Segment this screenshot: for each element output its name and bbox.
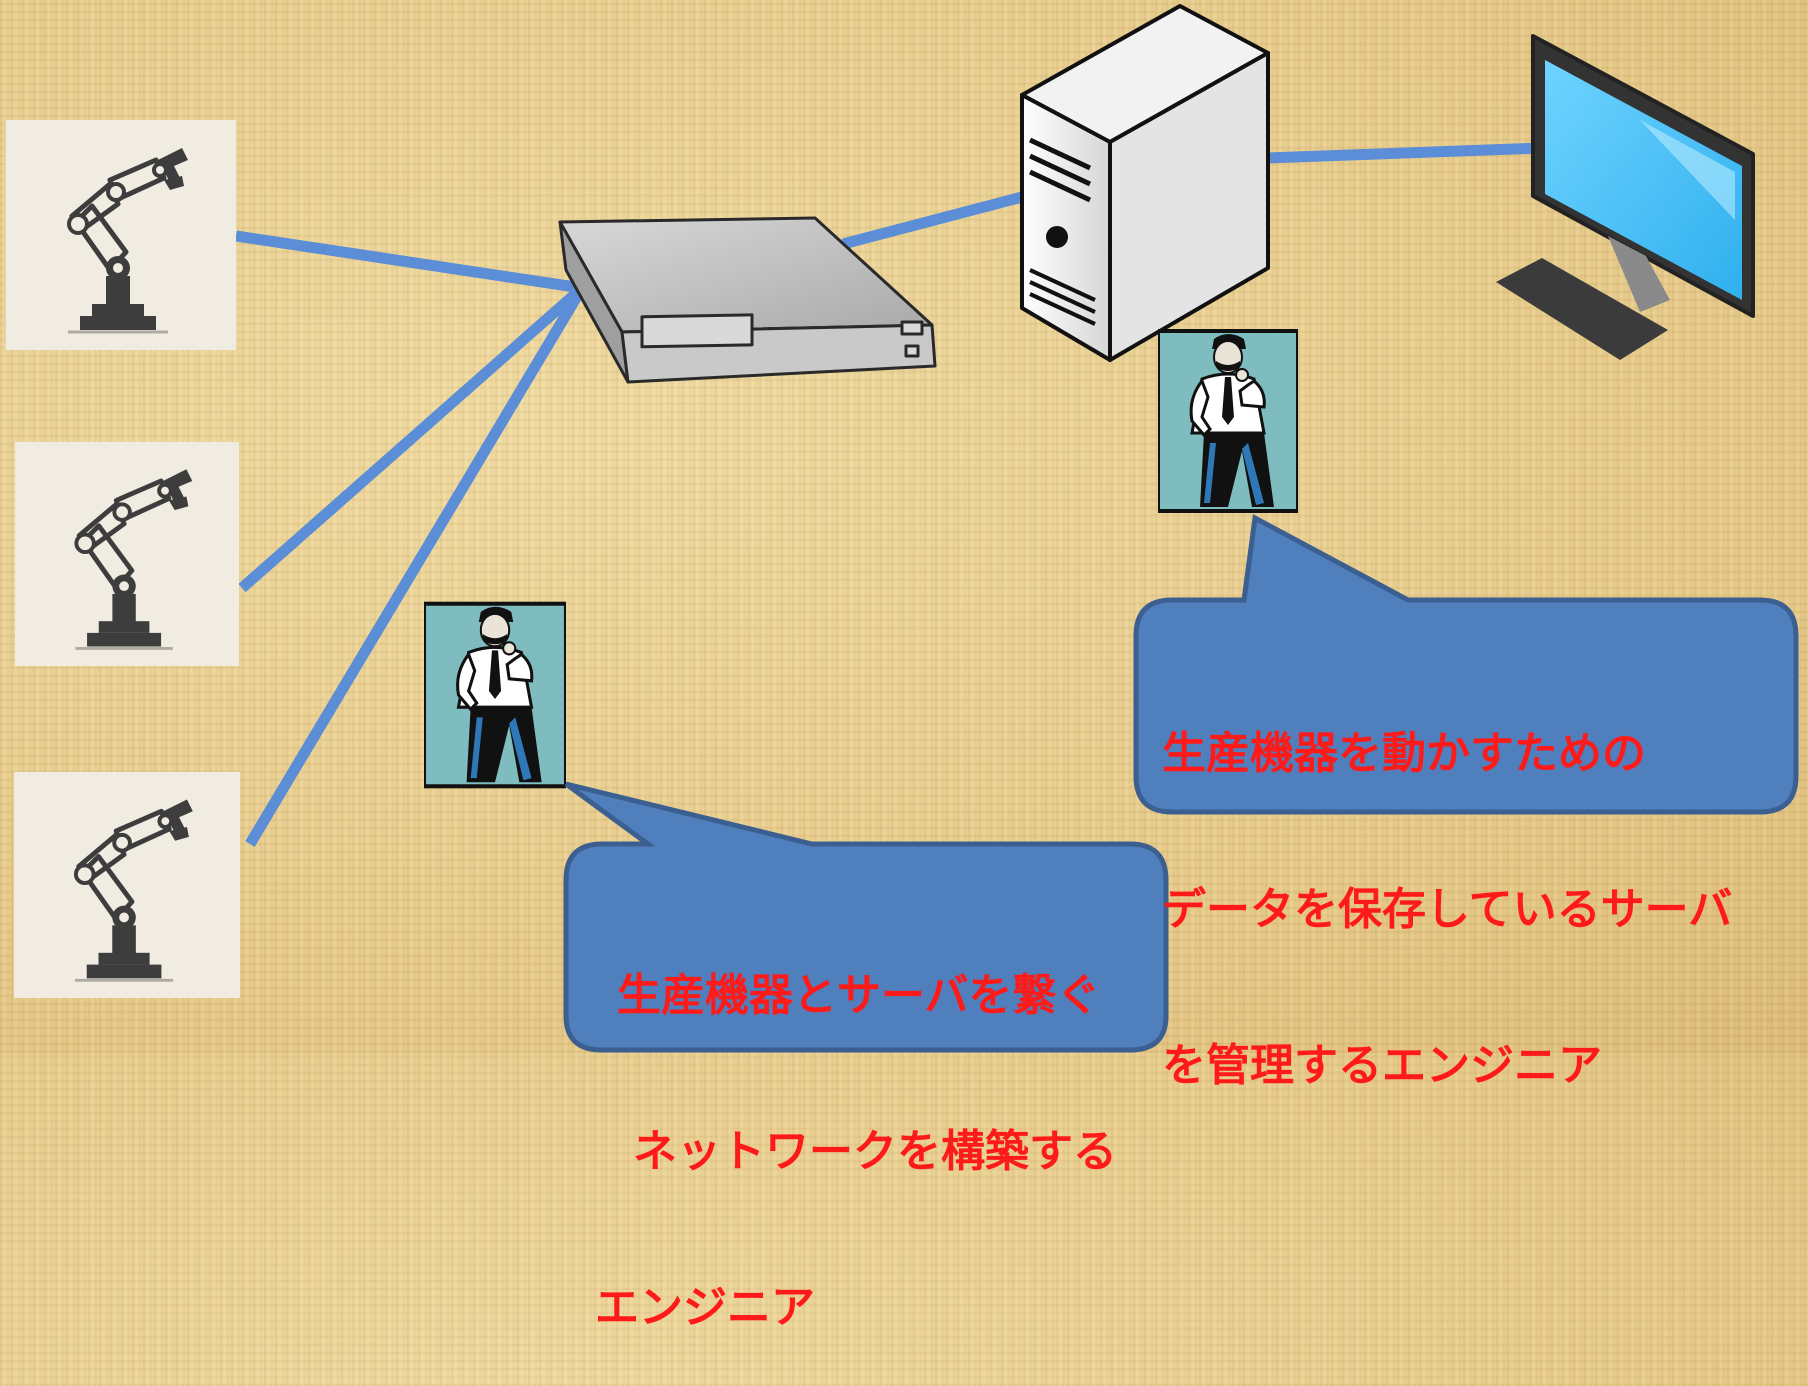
connection-switch-to-server (841, 191, 1024, 250)
monitor-icon (1496, 34, 1755, 360)
robot-arm-icon (15, 442, 239, 666)
callout-bubble-server-engineer (1133, 514, 1799, 815)
engineer-person-icon (1158, 331, 1298, 511)
network-switch-icon (558, 216, 937, 384)
callout-line: を管理するエンジニア (1162, 1040, 1602, 1091)
connection-server-to-monitor (1264, 142, 1544, 164)
robot-arm-icon (6, 120, 236, 350)
connection-robot-3-to-switch (245, 285, 587, 847)
robot-arm-icon (14, 772, 240, 998)
engineer-person-icon (424, 604, 566, 787)
callout-text-network-engineer: 生産機器とサーバを繋ぐ ネットワークを構築する エンジニア (595, 866, 1117, 1386)
callout-line: 生産機器とサーバを繋ぐ (617, 970, 1101, 1021)
callout-line: データを保存しているサーバ (1162, 884, 1733, 935)
network-diagram (0, 4, 1799, 1053)
callout-line: ネットワークを構築する (633, 1126, 1117, 1177)
server-tower-icon (1020, 4, 1270, 362)
callout-line: エンジニア (595, 1282, 815, 1333)
connection-lines (235, 142, 1544, 847)
callout-bubble-network-engineer (563, 781, 1169, 1053)
callout-text-server-engineer: 生産機器を動かすための データを保存しているサーバ を管理するエンジニア (1162, 624, 1732, 1144)
connection-robot-2-to-switch (238, 283, 586, 593)
callout-line: 生産機器を動かすための (1162, 728, 1646, 779)
connection-robot-1-to-switch (235, 230, 583, 294)
